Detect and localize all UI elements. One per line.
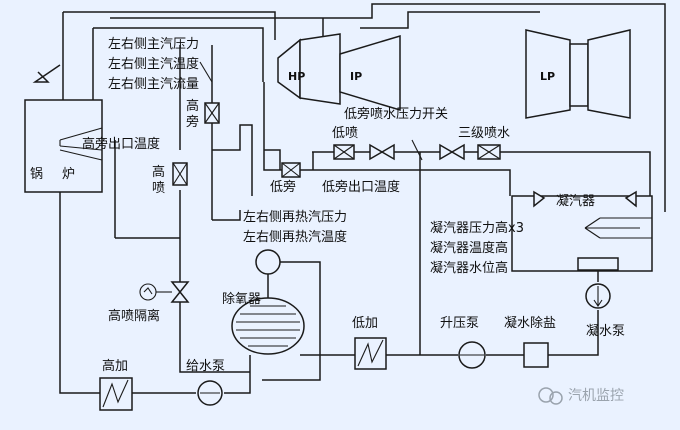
hp-heater-label: 高加 [102,358,128,374]
hp-spray-isolation-label: 高喷隔离 [108,308,160,324]
boiler-label-a: 锅 [30,166,43,182]
boiler-label-b: 炉 [62,167,75,182]
feed-pump [197,380,223,406]
lp-bypass-spray-pressure-switch-label: 低旁喷水压力开关 [344,106,448,122]
lp-spray-label: 低喷 [332,126,358,141]
lp-spray-valve [333,144,355,160]
ip-turbine: IP [339,34,401,112]
tertiary-spray-valve [477,144,501,160]
hp-bypass-outlet-temp-label: 高旁出口温度 [82,136,160,152]
condenser-temp-high-label: 凝汽器温度高 [430,240,508,256]
hp-spray-label-a: 高 [152,164,165,180]
hp-spray-valve [172,162,188,186]
reheat-pressure-label: 左右侧再热汽压力 [243,210,347,225]
condensate-pump-label: 凝水泵 [586,323,625,339]
watermark: 汽机监控 [538,387,624,405]
lp-spray-check-valve [369,143,395,161]
deaerator [231,249,305,355]
hp-label: HP [288,70,305,83]
pressure-switch-mark [411,139,423,161]
lp-bypass-label: 低旁 [270,179,296,195]
pipe-network [59,3,666,394]
main-steam-temp-label: 左右侧主汽温度 [108,56,199,72]
feed-pump-label: 给水泵 [186,359,225,374]
lp-heater-label: 低加 [352,316,378,331]
lp-bypass-valve [281,162,301,178]
boiler: 锅 炉 [24,64,103,193]
lp-label: LP [540,70,555,83]
booster-pump-label: 升压泵 [440,316,479,331]
hp-heater [99,377,133,411]
hp-bypass-label-a: 高 [186,98,199,114]
lp-turbine: LP [525,29,631,119]
main-steam-leader [199,61,213,83]
main-steam-flow-label: 左右侧主汽流量 [108,77,199,92]
main-steam-pressure-label: 左右侧主汽压力 [108,37,199,52]
condensate-pump [585,283,611,309]
hp-turbine: HP [277,33,341,105]
deaerator-label: 除氧器 [222,292,261,307]
condenser-level-high-label: 凝汽器水位高 [430,260,508,276]
tertiary-spray-check-valve [439,143,465,161]
tertiary-spray-label: 三级喷水 [458,126,510,141]
lp-bypass-outlet-temp-label: 低旁出口温度 [322,179,400,195]
condensate-polishing-label: 凝水除盐 [504,315,556,331]
condenser-label: 凝汽器 [556,193,595,209]
condensate-polishing-unit [523,342,549,368]
hp-bypass-label-b: 旁 [186,114,199,130]
hp-bypass-valve [204,102,220,124]
condenser-pressure-high-label: 凝汽器压力高x3 [430,220,524,236]
hp-spray-isolation-valve [139,281,190,303]
lp-heater [354,337,387,370]
reheat-temp-label: 左右侧再热汽温度 [243,229,347,245]
watermark-text: 汽机监控 [568,388,624,404]
condenser: 凝汽器 [511,190,653,272]
booster-pump [458,341,486,369]
ip-label: IP [350,70,362,83]
watermark-chat-icon-b [549,391,563,405]
hp-spray-label-b: 喷 [152,181,165,196]
watermark-chat-icon [538,387,554,403]
